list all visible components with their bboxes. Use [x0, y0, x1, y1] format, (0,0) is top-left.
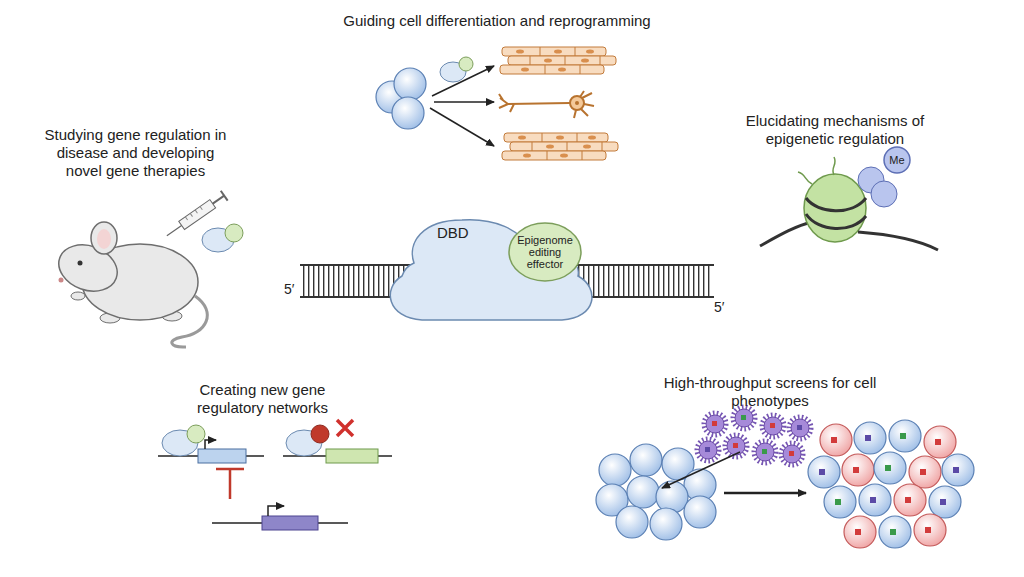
neuron [499, 91, 594, 118]
viral-library-part [762, 415, 784, 437]
mouse-part [91, 222, 117, 254]
effector-domain: Epigenome editing effector [508, 222, 582, 282]
methyl-group-shape [884, 147, 910, 173]
phenotype-cells-part [914, 514, 946, 546]
screen-arrows [662, 452, 806, 493]
node-label: Epigenome editing effector [514, 234, 576, 270]
editor-icon [202, 224, 243, 252]
panel-label: Creating new gene regulatory networks [175, 381, 350, 417]
viral-library-part [789, 417, 811, 439]
differentiation-arrows [430, 66, 494, 146]
viral-library-part [781, 443, 803, 465]
cell-cluster-part [656, 481, 688, 513]
neuron-part [508, 103, 570, 104]
nucleosome-part [806, 214, 866, 229]
viral-library-part [733, 407, 755, 429]
cell-cluster-part [599, 454, 631, 486]
phenotype-cells-part [854, 422, 886, 454]
mouse-part [97, 229, 111, 249]
differentiation-arrows-part [432, 66, 494, 96]
nucleosome-part [806, 198, 866, 211]
neuron-part [499, 94, 514, 112]
screen-arrows-part [662, 452, 740, 488]
stem-cell-cluster [376, 68, 426, 129]
muscle-cells-part [500, 47, 616, 74]
gene-network-part [187, 425, 205, 443]
phenotype-cells-part [889, 420, 921, 452]
phenotype-cells-part [824, 486, 856, 518]
editor-icon-part [459, 57, 473, 71]
muscle-cells-part [502, 133, 618, 160]
mouse-part [71, 292, 85, 300]
syringe-part [179, 200, 216, 230]
cell-cluster-part [627, 476, 659, 508]
editor-icon-part [225, 224, 243, 242]
cell-cluster-part [616, 506, 648, 538]
viral-library-part [754, 441, 776, 463]
nucleosome [760, 157, 938, 250]
phenotype-cells-part [842, 454, 874, 486]
effector-domain-shape [509, 223, 581, 281]
gene-network-part [262, 516, 318, 530]
panel-label: 5′ [714, 298, 724, 316]
panel-label: High-throughput screens for cell phenoty… [660, 374, 880, 410]
panel-label: Studying gene regulation in disease and … [38, 126, 233, 180]
differentiation-arrows-part [430, 108, 494, 146]
gene-network-part [337, 420, 353, 436]
syringe-part [221, 191, 228, 201]
gene-network-part [205, 440, 216, 449]
stem-cell-cluster-part [392, 97, 424, 129]
phenotype-cells [808, 420, 974, 548]
muscle-cells [500, 47, 618, 160]
syringe-part [213, 196, 224, 204]
gene-network-part [326, 449, 378, 463]
panel-label: 5′ [284, 280, 294, 298]
dna-binding-domain: DBD Epigenome editing effector [382, 218, 598, 322]
phenotype-cells-part [808, 456, 840, 488]
cell-cluster-part [630, 444, 662, 476]
viral-library-part [704, 413, 726, 435]
neuron-part [570, 96, 584, 110]
dna-binding-domain-shape [390, 220, 592, 320]
panel-label: Elucidating mechanisms of epigenetic reg… [735, 112, 935, 148]
syringe-part [167, 225, 182, 235]
gene-network-part [198, 449, 246, 463]
panel-label: Guiding cell differentiation and reprogr… [297, 12, 697, 30]
cell-cluster-part [684, 496, 716, 528]
gene-network-part [268, 506, 284, 516]
viral-library-part [697, 439, 719, 461]
phenotype-cells-part [909, 456, 941, 488]
phenotype-cells-part [874, 452, 906, 484]
nucleosome-part [858, 232, 938, 250]
phenotype-cells-part [859, 484, 891, 516]
phenotype-cells-part [879, 516, 911, 548]
phenotype-cells-part [942, 454, 974, 486]
node-label: Me [889, 154, 904, 166]
phenotype-cells-part [844, 516, 876, 548]
node-label: DBD [437, 224, 469, 242]
syringe-part [185, 206, 202, 220]
cell-cluster-part [650, 508, 682, 540]
viral-library [697, 407, 811, 465]
nucleosome-part [760, 222, 812, 246]
mouse [52, 222, 207, 347]
nucleosome-part [804, 174, 866, 242]
gene-network-part [311, 425, 329, 443]
stem-cell-cluster-part [394, 68, 426, 100]
gene-network [158, 420, 392, 530]
screen-arrows-part [724, 492, 806, 495]
phenotype-cells-part [929, 486, 961, 518]
differentiation-arrows-part [434, 101, 494, 103]
phenotype-cells-part [924, 426, 956, 458]
methyl-group: Me [883, 146, 911, 174]
mouse-part [59, 278, 64, 283]
gene-network-part [216, 469, 244, 499]
phenotype-cells-part [820, 424, 852, 456]
mouse-part [78, 261, 83, 266]
neuron-part [575, 101, 579, 105]
phenotype-cells-part [894, 484, 926, 516]
nucleosome-part [871, 181, 897, 207]
